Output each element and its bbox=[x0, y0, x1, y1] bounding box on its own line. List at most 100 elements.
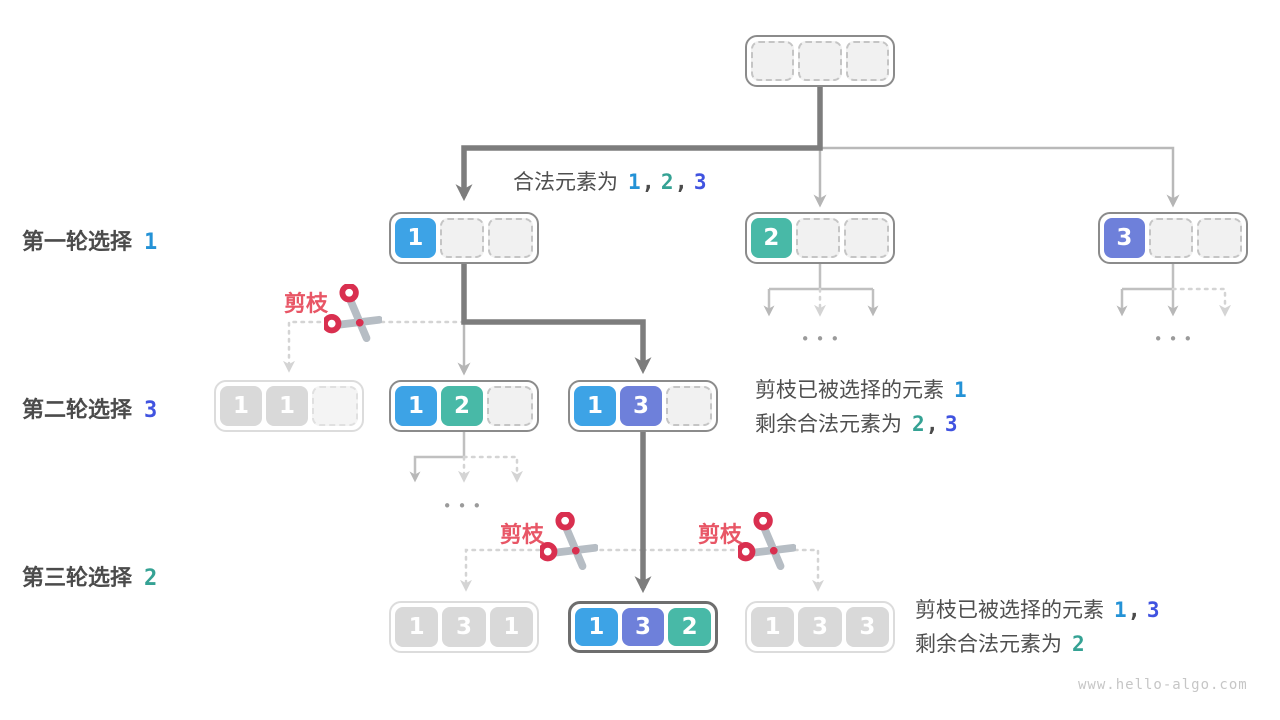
cell-empty bbox=[488, 218, 534, 258]
edge-pruned-to-11 bbox=[283, 320, 466, 373]
cell-empty bbox=[795, 218, 841, 258]
l2-pruned-num: 1 bbox=[954, 378, 967, 402]
round-1-num: 1 bbox=[144, 230, 158, 255]
l3-remain-annotation: 剩余合法元素为 2 bbox=[915, 628, 1085, 658]
edge-fan-3-spine bbox=[1122, 263, 1175, 291]
ellipsis: ••• bbox=[442, 497, 488, 515]
cell-value: 2 bbox=[751, 218, 792, 258]
scissors-pivot bbox=[769, 546, 778, 555]
cell-value: 1 bbox=[395, 386, 437, 426]
l2-pruned-annotation: 剪枝已被选择的元素 1 bbox=[755, 374, 967, 404]
edge-1-to-13 bbox=[461, 263, 652, 375]
cell-value: 1 bbox=[395, 607, 439, 647]
cell-empty bbox=[798, 41, 842, 81]
cell-value: 1 bbox=[751, 607, 795, 647]
scissors-pivot bbox=[571, 546, 580, 555]
cell-empty bbox=[1148, 218, 1194, 258]
cell-empty bbox=[312, 386, 358, 426]
cell-empty bbox=[845, 41, 889, 81]
cell-value: 1 bbox=[220, 386, 262, 426]
l2-remain-num-2: 3 bbox=[944, 412, 958, 436]
l2-remain-annotation: 剩余合法元素为 2,3 bbox=[755, 408, 958, 438]
comma: , bbox=[925, 412, 939, 437]
ellipsis: ••• bbox=[1153, 330, 1199, 348]
array-node-13: 1 3 bbox=[568, 380, 718, 432]
array-node-root bbox=[745, 35, 895, 87]
watermark: www.hello-algo.com bbox=[1078, 677, 1248, 693]
edge-root-to-1 bbox=[455, 86, 823, 202]
cell-value: 3 bbox=[845, 607, 889, 647]
round-2-text: 第二轮选择 bbox=[22, 397, 133, 422]
valid-num-2: 2 bbox=[660, 170, 674, 194]
cell-value: 1 bbox=[575, 608, 618, 646]
scissors-handle bbox=[540, 542, 558, 562]
edge-fan-12-left bbox=[409, 431, 466, 483]
round-3-num: 2 bbox=[144, 566, 158, 591]
scissors-icon bbox=[540, 512, 598, 571]
round-3-text: 第三轮选择 bbox=[22, 565, 133, 590]
array-node-131-pruned: 1 3 1 bbox=[389, 601, 539, 653]
cell-value: 3 bbox=[798, 607, 842, 647]
edge-fan-12-right bbox=[462, 455, 523, 483]
cell-empty bbox=[751, 41, 795, 81]
array-node-1: 1 bbox=[389, 212, 539, 264]
annotation-text: 剩余合法元素为 bbox=[755, 413, 902, 436]
cell-value: 3 bbox=[621, 608, 665, 646]
array-node-11-pruned: 1 1 bbox=[214, 380, 364, 432]
l3-pruned-num-2: 3 bbox=[1146, 598, 1160, 622]
l3-pruned-num-1: 1 bbox=[1114, 598, 1127, 622]
cell-value: 1 bbox=[574, 386, 616, 426]
scissors-icon bbox=[738, 512, 796, 571]
cell-value: 2 bbox=[441, 386, 483, 426]
round-2-label: 第二轮选择 3 bbox=[22, 392, 157, 424]
array-node-133-pruned: 1 3 3 bbox=[745, 601, 895, 653]
cell-empty bbox=[487, 386, 533, 426]
edge-fan-2-spine bbox=[769, 263, 873, 291]
comma: , bbox=[1127, 598, 1141, 623]
annotation-text: 剩余合法元素为 bbox=[915, 633, 1062, 656]
scissors-handle bbox=[339, 284, 359, 303]
cell-value: 3 bbox=[1104, 218, 1145, 258]
comma: , bbox=[674, 170, 688, 195]
comma: , bbox=[641, 170, 655, 195]
l3-pruned-annotation: 剪枝已被选择的元素 1,3 bbox=[915, 594, 1160, 624]
annotation-text: 剪枝已被选择的元素 bbox=[755, 379, 944, 402]
annotation-text: 剪枝已被选择的元素 bbox=[915, 599, 1104, 622]
prune-label-2: 剪枝 bbox=[500, 522, 545, 547]
round-1-label: 第一轮选择 1 bbox=[22, 224, 157, 256]
array-node-132-result: 1 3 2 bbox=[568, 601, 718, 653]
edge-root-to-3 bbox=[820, 146, 1180, 208]
edge-fan-3-right bbox=[1171, 287, 1231, 317]
cell-value: 3 bbox=[442, 607, 486, 647]
scissors-pivot bbox=[355, 318, 364, 327]
array-node-2: 2 bbox=[745, 212, 895, 264]
scissors-handle bbox=[753, 512, 773, 531]
scissors-handle bbox=[324, 314, 342, 334]
array-node-3: 3 bbox=[1098, 212, 1248, 264]
edge-pruned-to-133 bbox=[641, 548, 824, 592]
l2-remain-num-1: 2 bbox=[912, 412, 925, 436]
cell-empty bbox=[1197, 218, 1243, 258]
scissors-icon bbox=[324, 284, 382, 343]
valid-num-3: 3 bbox=[693, 170, 707, 194]
l3-remain-num: 2 bbox=[1072, 632, 1085, 656]
cell-value: 1 bbox=[395, 218, 436, 258]
valid-num-1: 1 bbox=[628, 170, 641, 194]
annotation-text: 合法元素为 bbox=[513, 171, 618, 194]
array-node-12: 1 2 bbox=[389, 380, 539, 432]
cell-value: 1 bbox=[489, 607, 533, 647]
round-1-text: 第一轮选择 bbox=[22, 229, 133, 254]
scissors-handle bbox=[738, 542, 756, 562]
cell-value: 2 bbox=[668, 608, 712, 646]
round-2-num: 3 bbox=[144, 398, 158, 423]
ellipsis: ••• bbox=[800, 330, 846, 348]
scissors-handle bbox=[555, 512, 575, 531]
cell-value: 3 bbox=[620, 386, 662, 426]
prune-label-3: 剪枝 bbox=[698, 522, 743, 547]
prune-label-1: 剪枝 bbox=[284, 291, 329, 316]
cell-value: 1 bbox=[266, 386, 308, 426]
round-3-label: 第三轮选择 2 bbox=[22, 560, 157, 592]
